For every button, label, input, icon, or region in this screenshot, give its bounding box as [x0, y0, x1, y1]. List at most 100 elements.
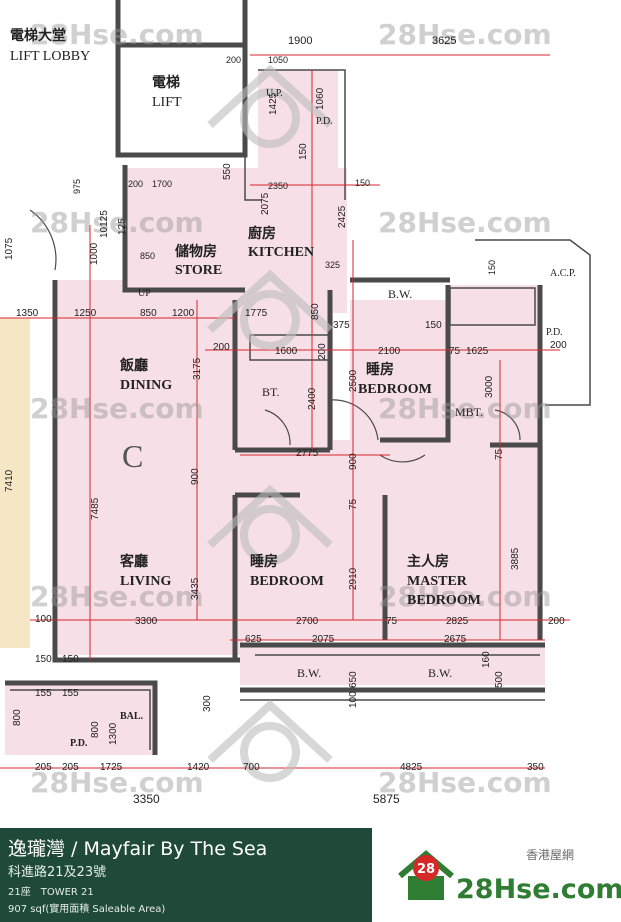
svg-text:2075: 2075 — [312, 634, 335, 645]
svg-text:850: 850 — [140, 308, 157, 319]
door-arcs — [29, 209, 521, 463]
svg-text:1420: 1420 — [187, 762, 210, 773]
svg-text:1725: 1725 — [100, 762, 123, 773]
svg-text:850: 850 — [140, 251, 155, 261]
mbt: MBT. — [455, 405, 483, 419]
svg-text:1600: 1600 — [275, 346, 298, 357]
svg-text:205: 205 — [35, 762, 52, 773]
svg-text:75: 75 — [449, 346, 461, 357]
svg-text:1350: 1350 — [16, 308, 39, 319]
svg-text:900: 900 — [190, 468, 201, 485]
dining-en: DINING — [120, 378, 172, 393]
svg-text:5875: 5875 — [373, 792, 400, 806]
bw-bottom-right: B.W. — [428, 666, 452, 680]
svg-text:150: 150 — [298, 143, 309, 160]
svg-text:150: 150 — [355, 178, 370, 188]
svg-text:650: 650 — [348, 671, 359, 688]
svg-text:200: 200 — [550, 340, 567, 351]
svg-text:850: 850 — [310, 303, 321, 320]
floor-plan: 28Hse.com 28Hse.com 28Hse.com 28Hse.com … — [0, 0, 591, 806]
svg-text:2425: 2425 — [337, 205, 348, 228]
svg-text:200: 200 — [317, 343, 328, 360]
svg-text:200: 200 — [548, 616, 565, 627]
svg-text:800: 800 — [90, 721, 101, 738]
property-info-panel: 逸瓏灣 / Mayfair By The Sea 科進路21及23號 21座 T… — [0, 828, 372, 922]
pd-bottom: P.D. — [70, 738, 88, 749]
svg-text:3300: 3300 — [135, 616, 158, 627]
svg-text:28Hse.com: 28Hse.com — [378, 206, 552, 239]
svg-text:28Hse.com: 28Hse.com — [30, 18, 204, 51]
svg-text:200: 200 — [128, 179, 143, 189]
svg-text:3350: 3350 — [133, 792, 160, 806]
svg-text:975: 975 — [72, 179, 82, 194]
svg-text:2350: 2350 — [268, 181, 288, 191]
svg-text:3625: 3625 — [432, 35, 456, 47]
walls — [5, 0, 545, 755]
svg-text:150: 150 — [62, 654, 79, 665]
brand-logo[interactable]: 28 28Hse.com — [396, 846, 621, 906]
svg-text:1900: 1900 — [288, 35, 312, 47]
bedroom2-zh: 睡房 — [250, 553, 278, 570]
kitchen-en: KITCHEN — [248, 245, 314, 260]
lift-lobby-en: LIFT LOBBY — [10, 49, 90, 64]
svg-text:350: 350 — [527, 762, 544, 773]
bedroom1-zh: 睡房 — [366, 361, 394, 378]
svg-text:4825: 4825 — [400, 762, 423, 773]
svg-text:325: 325 — [325, 260, 340, 270]
svg-text:28Hse.com: 28Hse.com — [30, 206, 204, 239]
svg-text:2100: 2100 — [378, 346, 401, 357]
svg-text:10125: 10125 — [99, 210, 110, 238]
svg-text:200: 200 — [213, 342, 230, 353]
bw-bottom-left: B.W. — [297, 666, 321, 680]
watermark-logo-bottom — [207, 699, 333, 782]
property-tower: 21座 TOWER 21 — [8, 887, 94, 898]
svg-text:2775: 2775 — [296, 448, 319, 459]
svg-text:1050: 1050 — [268, 55, 288, 65]
svg-text:155: 155 — [35, 688, 52, 699]
property-area: 907 sqf(實用面積 Saleable Area) — [8, 904, 166, 915]
svg-text:2825: 2825 — [446, 616, 469, 627]
unit-letter: C — [122, 438, 143, 474]
room-fills — [5, 70, 545, 755]
badge-circle-icon — [413, 855, 439, 881]
svg-text:800: 800 — [12, 709, 23, 726]
svg-text:3175: 3175 — [192, 357, 203, 380]
lift-en: LIFT — [152, 95, 182, 110]
living-en: LIVING — [120, 574, 171, 589]
lift-zh: 電梯 — [152, 74, 180, 91]
master-en1: MASTER — [407, 574, 468, 589]
svg-text:28Hse.com: 28Hse.com — [30, 580, 204, 613]
svg-text:28Hse.com: 28Hse.com — [30, 392, 204, 425]
watermark-logo-low — [207, 484, 333, 565]
svg-text:160: 160 — [481, 651, 492, 668]
acp: A.C.P. — [550, 268, 576, 279]
kitchen-zh: 廚房 — [248, 225, 276, 242]
svg-text:125: 125 — [117, 218, 128, 235]
svg-text:75: 75 — [348, 498, 359, 510]
svg-text:1300: 1300 — [108, 722, 119, 745]
svg-text:1625: 1625 — [466, 346, 489, 357]
balcony: BAL. — [120, 711, 144, 722]
svg-text:1700: 1700 — [152, 179, 172, 189]
svg-text:1000: 1000 — [89, 242, 100, 265]
dining-zh: 飯廳 — [119, 357, 148, 374]
bedroom1-en: BEDROOM — [358, 382, 432, 397]
svg-text:2500: 2500 — [348, 369, 359, 392]
svg-text:1200: 1200 — [172, 308, 195, 319]
svg-text:300: 300 — [202, 695, 213, 712]
watermark-texts: 28Hse.com 28Hse.com 28Hse.com 28Hse.com … — [30, 18, 552, 799]
house-roof-icon — [398, 850, 454, 879]
side-panel — [0, 318, 30, 648]
svg-text:1060: 1060 — [315, 87, 326, 110]
svg-text:900: 900 — [348, 453, 359, 470]
svg-text:100: 100 — [348, 691, 359, 708]
brand-tagline: 香港屋網 — [526, 848, 575, 862]
svg-text:625: 625 — [245, 634, 262, 645]
dimension-labels: 1900 3625 200 1050 975 200 1700 2350 150… — [4, 35, 567, 806]
svg-text:200: 200 — [226, 55, 241, 65]
store-zh: 儲物房 — [174, 243, 217, 260]
svg-text:150: 150 — [487, 260, 497, 275]
property-title: 逸瓏灣 / Mayfair By The Sea — [8, 838, 268, 860]
master-en2: BEDROOM — [407, 593, 481, 608]
pd-right: P.D. — [546, 327, 563, 338]
